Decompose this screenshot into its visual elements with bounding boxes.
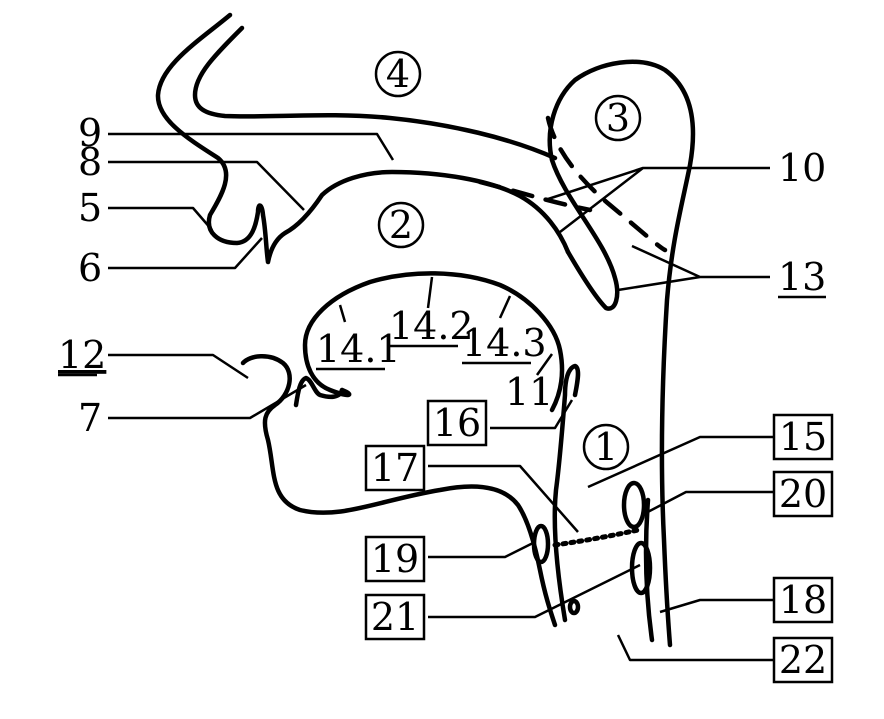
label-22-boxed: 22 (772, 636, 834, 684)
leader-5 (108, 206, 213, 231)
velum-raised-dashed (477, 179, 593, 213)
leader-13 (617, 244, 770, 292)
leader-15 (587, 435, 774, 489)
leader-22 (616, 634, 774, 662)
leader-19 (428, 540, 536, 559)
svg-text:19: 19 (371, 537, 419, 581)
leader-12 (108, 353, 249, 380)
label-7: 7 (78, 396, 102, 440)
label-11: 11 (505, 370, 553, 414)
svg-text:4: 4 (386, 52, 410, 96)
svg-text:22: 22 (779, 638, 827, 682)
label-1-circled: 1 (582, 423, 630, 471)
label-18-boxed: 18 (772, 576, 834, 624)
nasal-cavity-floor (192, 25, 558, 161)
leader-14-3 (498, 295, 512, 319)
leader-7 (108, 383, 307, 420)
label-13: 13 (778, 255, 826, 299)
epiglottis (552, 363, 581, 623)
leader-10 (544, 166, 770, 233)
svg-text:15: 15 (779, 415, 827, 459)
leader-20 (641, 490, 774, 517)
leader-18 (659, 598, 774, 614)
label-20-boxed: 20 (772, 470, 834, 518)
leader-11 (535, 353, 554, 376)
leader-21 (428, 563, 641, 619)
svg-text:17: 17 (371, 446, 419, 490)
leader-14-2 (426, 276, 434, 309)
label-6: 6 (78, 246, 102, 290)
palate-velum (547, 59, 696, 648)
svg-text:1: 1 (594, 425, 618, 469)
label-17-boxed: 17 (364, 444, 426, 492)
label-8: 8 (78, 140, 102, 184)
leader-8 (108, 160, 305, 211)
svg-text:18: 18 (779, 578, 827, 622)
label-12: 12 (58, 333, 106, 377)
lower-lip-jaw (240, 354, 558, 628)
pharynx-wall (643, 497, 655, 643)
label-16-boxed: 16 (426, 399, 488, 447)
glottis-dotted (552, 527, 641, 548)
lower-teeth (293, 375, 345, 408)
hyoid-small (567, 598, 581, 616)
label-21-boxed: 21 (364, 593, 426, 641)
svg-text:20: 20 (779, 472, 827, 516)
label-9: 9 (78, 111, 102, 155)
label-4-circled: 4 (374, 50, 422, 98)
pharynx-dashed (545, 115, 668, 253)
label-14-1: 14.1 (316, 327, 401, 371)
leader-14-1 (338, 304, 347, 323)
svg-text:21: 21 (371, 595, 419, 639)
svg-text:3: 3 (606, 96, 630, 140)
label-3-circled: 3 (594, 94, 642, 142)
cartilage-upper (621, 480, 647, 530)
tongue (302, 271, 565, 413)
label-14-2: 14.2 (389, 304, 474, 348)
label-5: 5 (78, 186, 102, 230)
svg-text:2: 2 (389, 203, 413, 247)
leader-6 (108, 237, 263, 270)
label-19-boxed: 19 (364, 535, 426, 583)
label-2-circled: 2 (377, 201, 425, 249)
leader-9 (108, 132, 395, 161)
face-profile (155, 12, 571, 265)
label-10: 10 (778, 146, 826, 190)
label-14-3: 14.3 (462, 321, 547, 365)
vocal-fold-front (531, 523, 551, 565)
svg-text:16: 16 (433, 401, 481, 445)
leader-16 (490, 399, 574, 430)
leader-17 (428, 464, 579, 533)
label-15-boxed: 15 (772, 413, 834, 461)
